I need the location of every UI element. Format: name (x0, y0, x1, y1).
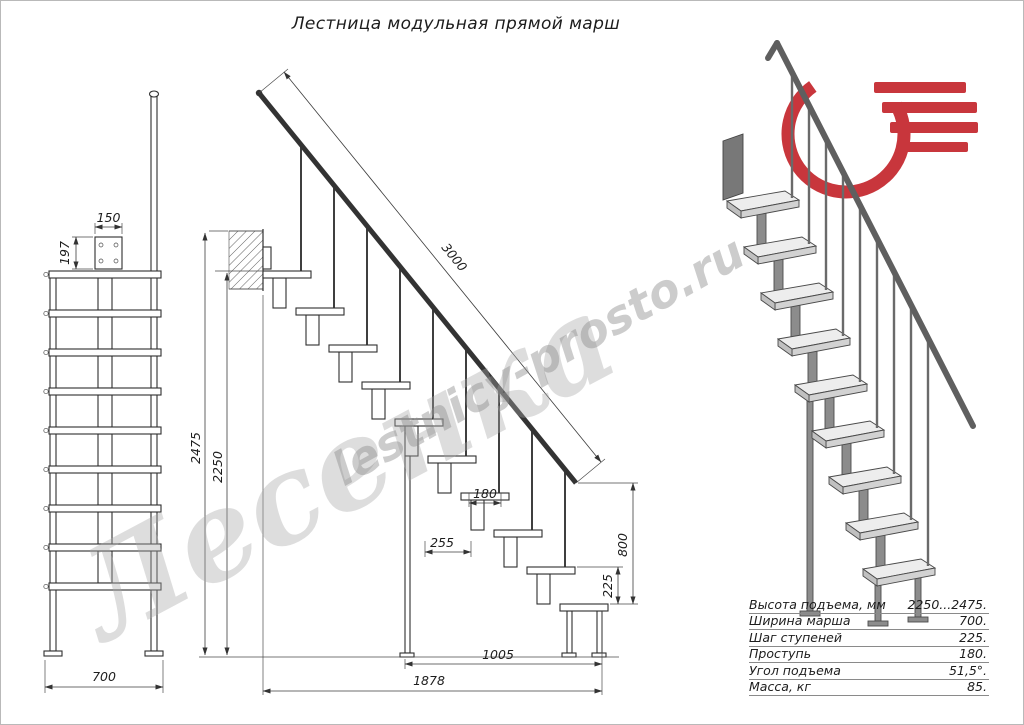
brand-logo (781, 69, 978, 199)
spec-row-step: Шаг ступеней 225. (749, 630, 989, 647)
spec-value: 85. (967, 679, 987, 694)
spec-label: Высота подъема, мм (749, 596, 886, 612)
dim-bracket-width: 150 (97, 210, 121, 225)
drawing-title: Лестница модульная прямой марш (291, 14, 621, 34)
side-view: 2475 2250 3000 180 255 800 225 (188, 68, 638, 695)
spec-label: Проступь (749, 646, 812, 661)
spec-label: Ширина марша (749, 613, 851, 628)
dim-platform-height: 2250 (210, 451, 225, 483)
spec-row-width: Ширина марша 700. (749, 613, 989, 630)
front-view: 150 197 700 (43, 90, 164, 693)
dim-total-length: 1878 (413, 673, 445, 688)
spec-value: 51,5°. (948, 662, 987, 678)
dim-rail-height: 800 (615, 533, 630, 557)
spec-label: Масса, кг (749, 679, 811, 694)
spec-label: Угол подъема (749, 662, 841, 678)
dim-total-height: 2475 (188, 432, 203, 464)
spec-row-height: Высота подъема, мм 2250...2475. (749, 597, 989, 614)
logo-swoosh-icon (781, 69, 911, 199)
spec-row-mass: Масса, кг 85. (749, 679, 989, 696)
spec-label: Шаг ступеней (749, 629, 842, 645)
spec-row-angle: Угол подъема 51,5°. (749, 663, 989, 680)
dim-stringer-length: 3000 (439, 240, 471, 274)
dim-march-width: 700 (92, 669, 116, 684)
iso-view (722, 40, 976, 627)
dim-tread-depth: 180 (473, 486, 497, 501)
spec-value: 2250...2475. (907, 596, 987, 612)
dim-step-height: 225 (600, 574, 615, 598)
dim-bracket-height: 197 (57, 241, 72, 265)
dim-base-length: 1005 (482, 647, 514, 662)
spec-row-tread: Проступь 180. (749, 646, 989, 663)
spec-value: 225. (959, 629, 987, 645)
dim-module-length: 255 (430, 535, 454, 550)
spec-value: 700. (959, 613, 987, 628)
spec-value: 180. (959, 646, 987, 661)
spec-table: Высота подъема, мм 2250...2475. Ширина м… (749, 597, 989, 696)
